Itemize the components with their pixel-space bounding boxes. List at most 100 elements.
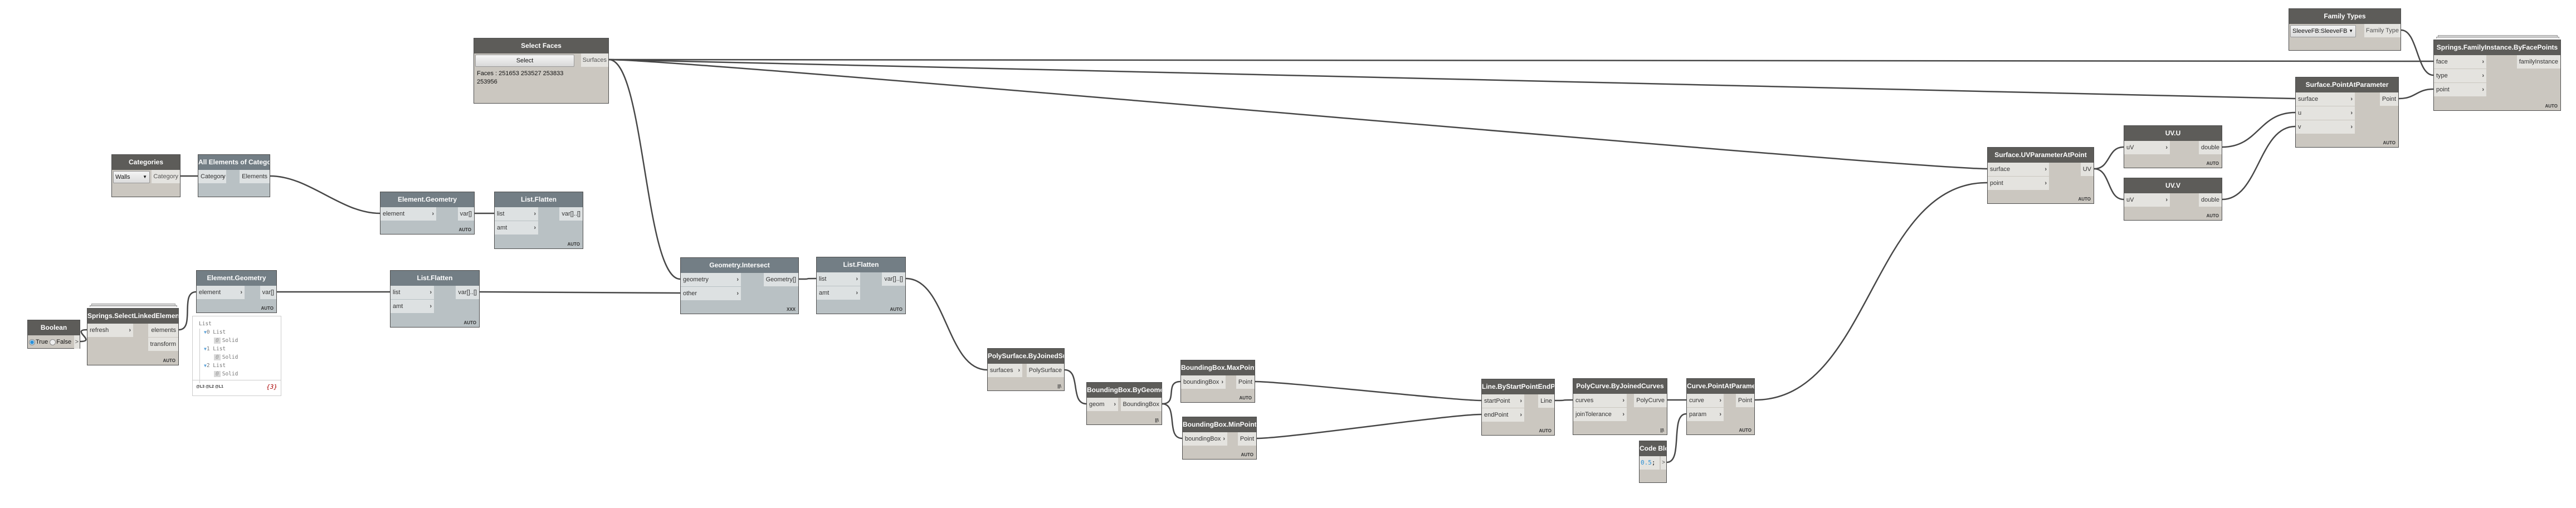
input-port-list[interactable]: list› [817, 272, 860, 286]
input-port-param[interactable]: param› [1687, 408, 1724, 421]
input-port-point[interactable]: point› [2434, 83, 2486, 96]
lacing-indicator[interactable]: AUTO [2206, 213, 2219, 218]
input-port-uv[interactable]: uV› [2124, 193, 2170, 207]
lacing-indicator[interactable]: AUTO [1241, 452, 1253, 457]
input-port-curves[interactable]: curves› [1573, 394, 1627, 407]
output-port-point[interactable]: Point [1237, 432, 1256, 446]
lacing-indicator[interactable]: XXX [786, 307, 796, 312]
lacing-indicator[interactable]: AUTO [1239, 395, 1252, 400]
node-title[interactable]: List.Flatten [495, 192, 583, 207]
node-poly-surface[interactable]: PolySurface.ByJoinedSurfacessurfaces›Pol… [987, 348, 1065, 391]
wire-selectFaces-to-uvParam[interactable] [608, 58, 1988, 170]
wire-flatten3-to-polySurface[interactable] [905, 277, 988, 371]
input-port-geometry[interactable]: geometry› [681, 273, 741, 286]
input-port-surfaces[interactable]: surfaces› [988, 364, 1022, 377]
output-port-geometry[interactable]: Geometry[] [763, 273, 798, 286]
output-port-familyinstance[interactable]: familyInstance [2516, 55, 2560, 69]
input-port-point[interactable]: point› [1988, 177, 2049, 190]
input-port-amt[interactable]: amt› [817, 286, 860, 300]
output-port-var[interactable]: var[] [457, 207, 474, 221]
expand-icon[interactable]: ▼ [204, 363, 207, 368]
node-title[interactable]: Element.Geometry [380, 192, 474, 207]
input-port-u[interactable]: u› [2296, 106, 2355, 120]
output-port-elements[interactable]: Elements [240, 170, 270, 183]
input-port-curve[interactable]: curve› [1687, 394, 1724, 407]
input-port-uv[interactable]: uV› [2124, 141, 2170, 154]
output-port-polycurve[interactable]: PolyCurve [1634, 394, 1667, 407]
node-title[interactable]: Code Block [1640, 441, 1666, 456]
output-port-point[interactable]: Point [1735, 394, 1754, 407]
node-title[interactable]: List.Flatten [817, 257, 905, 272]
node-title[interactable]: Surface.UVParameterAtPoint [1988, 148, 2094, 163]
wire-uvU-to-spap[interactable] [2222, 111, 2296, 148]
expand-icon[interactable]: ▼ [204, 346, 207, 351]
list-levels[interactable]: @L3 @L2 @L1 [196, 385, 223, 389]
lacing-indicator[interactable]: AUTO [567, 242, 580, 247]
lacing-indicator[interactable]: ||\ [1660, 428, 1664, 433]
node-title[interactable]: Select Faces [474, 38, 608, 53]
lacing-indicator[interactable]: ||\ [1155, 418, 1159, 423]
node-title[interactable]: Springs.FamilyInstance.ByFacePoints [2434, 40, 2560, 55]
input-port-list[interactable]: list› [495, 207, 538, 221]
node-title[interactable]: PolyCurve.ByJoinedCurves [1573, 379, 1667, 394]
node-title[interactable]: UV.V [2124, 178, 2222, 193]
input-port-surface[interactable]: surface› [2296, 92, 2355, 106]
wire-maxPoint-to-line[interactable] [1255, 380, 1482, 402]
node-title[interactable]: BoundingBox.ByGeometry [1087, 383, 1162, 398]
input-port-amt[interactable]: amt› [495, 221, 538, 235]
wire-familyTypes-to-familyInstance[interactable] [2401, 29, 2434, 76]
wire-selectFaces-to-familyInstance[interactable] [608, 58, 2434, 62]
node-title[interactable]: Curve.PointAtParameter [1687, 379, 1754, 394]
output-port-elements[interactable]: elements [148, 324, 178, 337]
wire-minPoint-to-line[interactable] [1256, 413, 1482, 439]
select-button[interactable]: Select [475, 55, 574, 67]
wire-selectFaces-to-spap[interactable] [608, 58, 2296, 100]
node-title[interactable]: UV.U [2124, 126, 2222, 141]
lacing-indicator[interactable]: AUTO [2545, 104, 2558, 109]
output-port[interactable]: Category [152, 170, 180, 183]
wire-bbox-to-minPoint[interactable] [1162, 403, 1183, 439]
lacing-indicator[interactable]: AUTO [261, 306, 274, 311]
output-port-var[interactable]: var[] [260, 286, 276, 299]
node-title[interactable]: Boolean [28, 320, 80, 335]
node-title[interactable]: Geometry.Intersect [681, 258, 798, 273]
output-port-point[interactable]: Point [1236, 375, 1255, 389]
wire-boolean-to-springsSelect[interactable] [80, 329, 87, 343]
family-type-dropdown[interactable]: SleeveFB:SleeveFB▼ [2290, 25, 2356, 37]
wire-selectFaces-to-geomIntersect[interactable] [608, 58, 681, 280]
output-port-uv[interactable]: UV [2080, 163, 2094, 176]
output-port-line[interactable]: Line [1538, 394, 1554, 408]
output-port-var[interactable]: var[]..[] [559, 207, 583, 221]
output-port[interactable]: > [74, 335, 80, 349]
node-title[interactable]: Family Types [2289, 9, 2401, 24]
lacing-indicator[interactable]: AUTO [464, 320, 476, 325]
input-port-geom[interactable]: geom› [1087, 398, 1118, 411]
output-port-boundingbox[interactable]: BoundingBox [1120, 398, 1162, 411]
output-port-point[interactable]: Point [2379, 92, 2398, 106]
input-port-boundingbox[interactable]: boundingBox› [1183, 432, 1227, 446]
input-port-boundingbox[interactable]: boundingBox› [1181, 375, 1226, 389]
input-port-endpoint[interactable]: endPoint› [1482, 408, 1524, 422]
node-line[interactable]: Line.ByStartPointEndPointstartPoint›endP… [1481, 379, 1555, 436]
output-port[interactable]: Family Type [2364, 24, 2401, 37]
node-title[interactable]: Element.Geometry [197, 271, 276, 286]
input-port-other[interactable]: other› [681, 287, 741, 300]
lacing-indicator[interactable]: AUTO [2078, 197, 2091, 202]
node-bbox[interactable]: BoundingBox.ByGeometrygeom›BoundingBox ||… [1086, 382, 1162, 425]
output-port-var[interactable]: var[]..[] [456, 286, 479, 299]
